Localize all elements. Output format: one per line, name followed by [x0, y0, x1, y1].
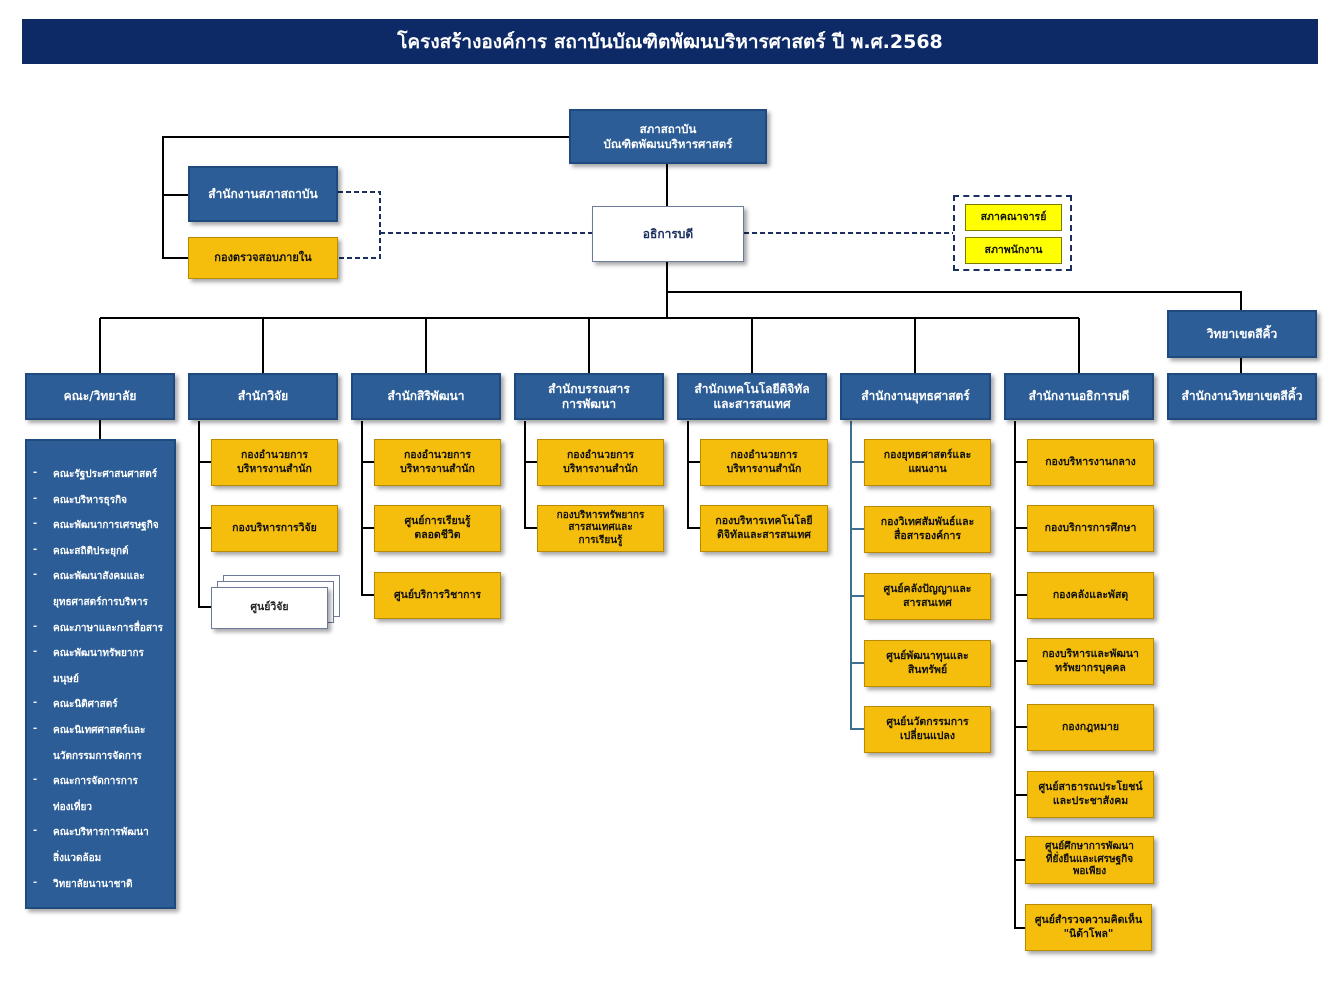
sustainable-dev-center[interactable]: ศูนย์ศึกษาการพัฒนา ที่ยั่งยืนและเศรษฐกิจ…	[1025, 836, 1154, 884]
staff-council-box[interactable]: สภาพนักงาน	[965, 237, 1062, 264]
unit-siri[interactable]: สำนักสิริพัฒนา	[351, 373, 501, 420]
central-admin-division[interactable]: กองบริหารงานกลาง	[1027, 439, 1154, 486]
legal-division[interactable]: กองกฎหมาย	[1027, 704, 1154, 751]
research-centers-box[interactable]: ศูนย์วิจัย	[211, 587, 328, 629]
knowledge-center[interactable]: ศูนย์คลังปัญญาและ สารสนเทศ	[864, 573, 991, 620]
public-benefit-center[interactable]: ศูนย์สาธารณประโยชน์ และประชาสังคม	[1027, 771, 1154, 818]
digital-admin-division[interactable]: กองอำนวยการ บริหารงานสำนัก	[700, 439, 828, 486]
finance-procurement-division[interactable]: กองคลังและพัสดุ	[1027, 572, 1154, 619]
unit-campus-office[interactable]: สำนักงานวิทยาเขตสีคิ้ว	[1167, 373, 1317, 420]
internal-audit-box[interactable]: กองตรวจสอบภายใน	[188, 237, 338, 279]
change-innovation-center[interactable]: ศูนย์นวัตกรรมการ เปลี่ยนแปลง	[864, 706, 991, 753]
international-relations-division[interactable]: กองวิเทศสัมพันธ์และ สื่อสารองค์การ	[864, 506, 991, 553]
library-resources-division[interactable]: กองบริหารทรัพยากร สารสนเทศและ การเรียนรู…	[537, 505, 664, 552]
research-management-division[interactable]: กองบริหารการวิจัย	[211, 505, 338, 552]
research-admin-division[interactable]: กองอำนวยการ บริหารงานสำนัก	[211, 439, 338, 486]
nida-poll-center[interactable]: ศูนย์สำรวจความคิดเห็น "นิด้าโพล"	[1025, 904, 1152, 951]
unit-research[interactable]: สำนักวิจัย	[188, 373, 338, 420]
president-box[interactable]: อธิการบดี	[592, 206, 744, 262]
council-office-box[interactable]: สำนักงานสภาสถาบัน	[188, 166, 338, 222]
senate-group	[953, 195, 1072, 271]
campus-box[interactable]: วิทยาเขตสีคิ้ว	[1167, 310, 1317, 358]
faculty-list-panel: -คณะรัฐประศาสนศาสตร์ -คณะบริหารธุรกิจ -ค…	[25, 439, 176, 909]
education-service-division[interactable]: กองบริการการศึกษา	[1027, 505, 1154, 552]
siri-admin-division[interactable]: กองอำนวยการ บริหารงานสำนัก	[374, 439, 501, 486]
academic-service-center[interactable]: ศูนย์บริการวิชาการ	[374, 572, 501, 619]
fund-asset-center[interactable]: ศูนย์พัฒนาทุนและ สินทรัพย์	[864, 640, 991, 687]
unit-strategy[interactable]: สำนักงานยุทธศาสตร์	[840, 373, 991, 420]
page-title: โครงสร้างองค์การ สถาบันบัณฑิตพัฒนบริหารศ…	[22, 19, 1318, 64]
unit-library[interactable]: สำนักบรรณสาร การพัฒนา	[514, 373, 664, 420]
faculty-senate-box[interactable]: สภาคณาจารย์	[965, 204, 1062, 231]
unit-president-office[interactable]: สำนักงานอธิการบดี	[1004, 373, 1154, 420]
council-box[interactable]: สภาสถาบัน บัณฑิตพัฒนบริหารศาสตร์	[569, 109, 767, 164]
lifelong-learning-center[interactable]: ศูนย์การเรียนรู้ ตลอดชีวิต	[374, 505, 501, 552]
unit-faculties[interactable]: คณะ/วิทยาลัย	[25, 373, 175, 420]
hr-division[interactable]: กองบริหารและพัฒนา ทรัพยากรบุคคล	[1027, 638, 1154, 685]
digital-tech-division[interactable]: กองบริหารเทคโนโลยี ดิจิทัลและสารสนเทศ	[700, 505, 828, 552]
unit-digital[interactable]: สำนักเทคโนโลยีดิจิทัล และสารสนเทศ	[677, 373, 827, 420]
library-admin-division[interactable]: กองอำนวยการ บริหารงานสำนัก	[537, 439, 664, 486]
strategy-planning-division[interactable]: กองยุทธศาสตร์และ แผนงาน	[864, 439, 991, 486]
